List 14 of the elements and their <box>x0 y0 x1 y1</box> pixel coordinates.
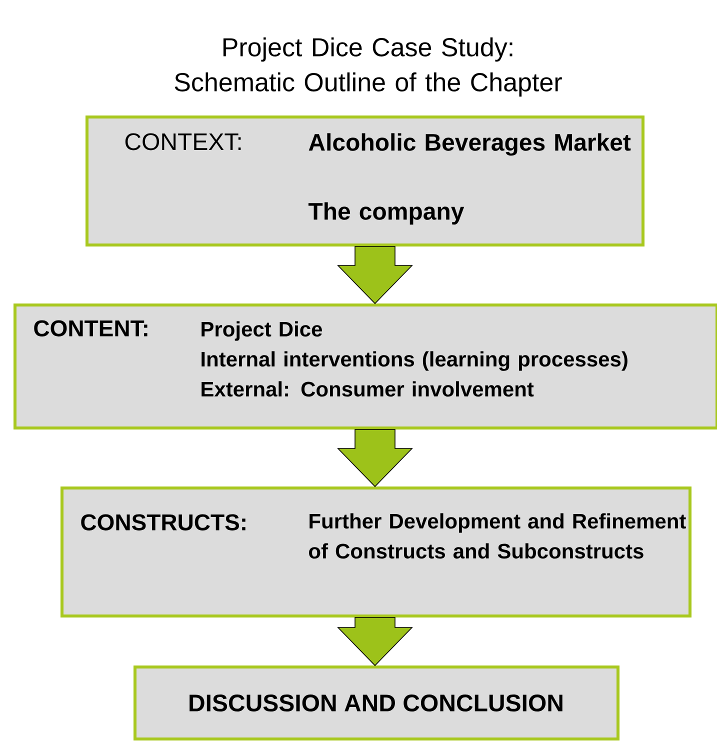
box-text: The company <box>308 202 464 225</box>
block-arrow <box>337 246 413 304</box>
block-arrow <box>337 429 413 488</box>
box-text: Internal interventions (learning processes) <box>202 351 628 371</box>
box-text: Alcoholic Beverages Market <box>308 133 631 156</box>
box-heading: CONTEXT: <box>125 133 241 150</box>
title: Project Dice Case Study: Schematic Outline of the Chapter <box>174 37 562 97</box>
box-heading: CONSTRUCTS: <box>81 514 246 530</box>
box-text: External: Consumer involvement <box>202 381 534 397</box>
box-heading: CONTENT: <box>34 320 148 336</box>
block-arrow <box>337 617 413 666</box>
box-text: Project Dice <box>202 321 322 341</box>
box-text: Further Development and Refinement of Constructs and Subconstructs <box>309 513 686 559</box>
box-text: DISCUSSION AND CONCLUSION <box>190 694 562 712</box>
